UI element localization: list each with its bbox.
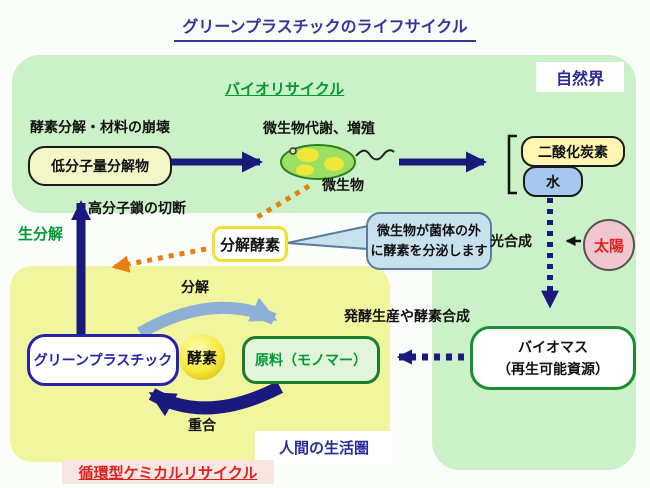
biomass-line1: バイオマス	[518, 338, 588, 355]
water-box: 水	[523, 166, 583, 197]
speech-bubble: 微生物が菌体の外 に酵素を分泌します	[366, 212, 492, 270]
page-title: グリーンプラスチックのライフサイクル	[0, 13, 650, 42]
raw-material-monomer-box: 原料（モノマー）	[242, 336, 380, 384]
decomposition-label: 分解	[181, 279, 209, 295]
green-plastic-box: グリーンプラスチック	[27, 334, 179, 386]
microbe-label: 微生物	[322, 177, 364, 193]
photosynthesis-label: 光合成	[490, 233, 532, 249]
microbe-metabolism-label: 微生物代謝、増殖	[263, 120, 375, 136]
polymerization-label: 重合	[188, 417, 216, 433]
human-sphere-label: 人間の生活圏	[255, 431, 393, 463]
enzyme-decomposition-label: 酵素分解・材料の崩壊	[30, 119, 170, 135]
nature-region-label: 自然界	[536, 62, 624, 92]
biomass-line2: （再生可能資源）	[497, 361, 609, 377]
page-title-text: グリーンプラスチックのライフサイクル	[174, 13, 476, 42]
bio-recycle-label: バイオリサイクル	[225, 81, 345, 98]
chemical-recycle-label: 循環型ケミカルリサイクル	[62, 460, 274, 484]
speech-bubble-line2: に酵素を分泌します	[370, 243, 488, 258]
degrading-enzyme-box: 分解酵素	[212, 226, 288, 262]
biodegradation-label: 生分解	[18, 226, 64, 243]
carbon-dioxide-box: 二酸化炭素	[521, 136, 625, 167]
speech-bubble-line1: 微生物が菌体の外	[376, 222, 481, 238]
polymer-chain-scission-label: 高分子鎖の切断	[88, 200, 186, 216]
fermentation-label: 発酵生産や酵素合成	[344, 308, 470, 324]
sun-badge: 太陽	[583, 219, 635, 271]
biomass-box: バイオマス （再生可能資源）	[470, 326, 636, 390]
enzyme-ball: 酵素	[179, 334, 225, 380]
dotted-enzyme-to-plastic	[111, 246, 207, 273]
low-molecular-product-box: 低分子量分解物	[28, 146, 172, 186]
speech-bubble-tail	[286, 224, 369, 251]
